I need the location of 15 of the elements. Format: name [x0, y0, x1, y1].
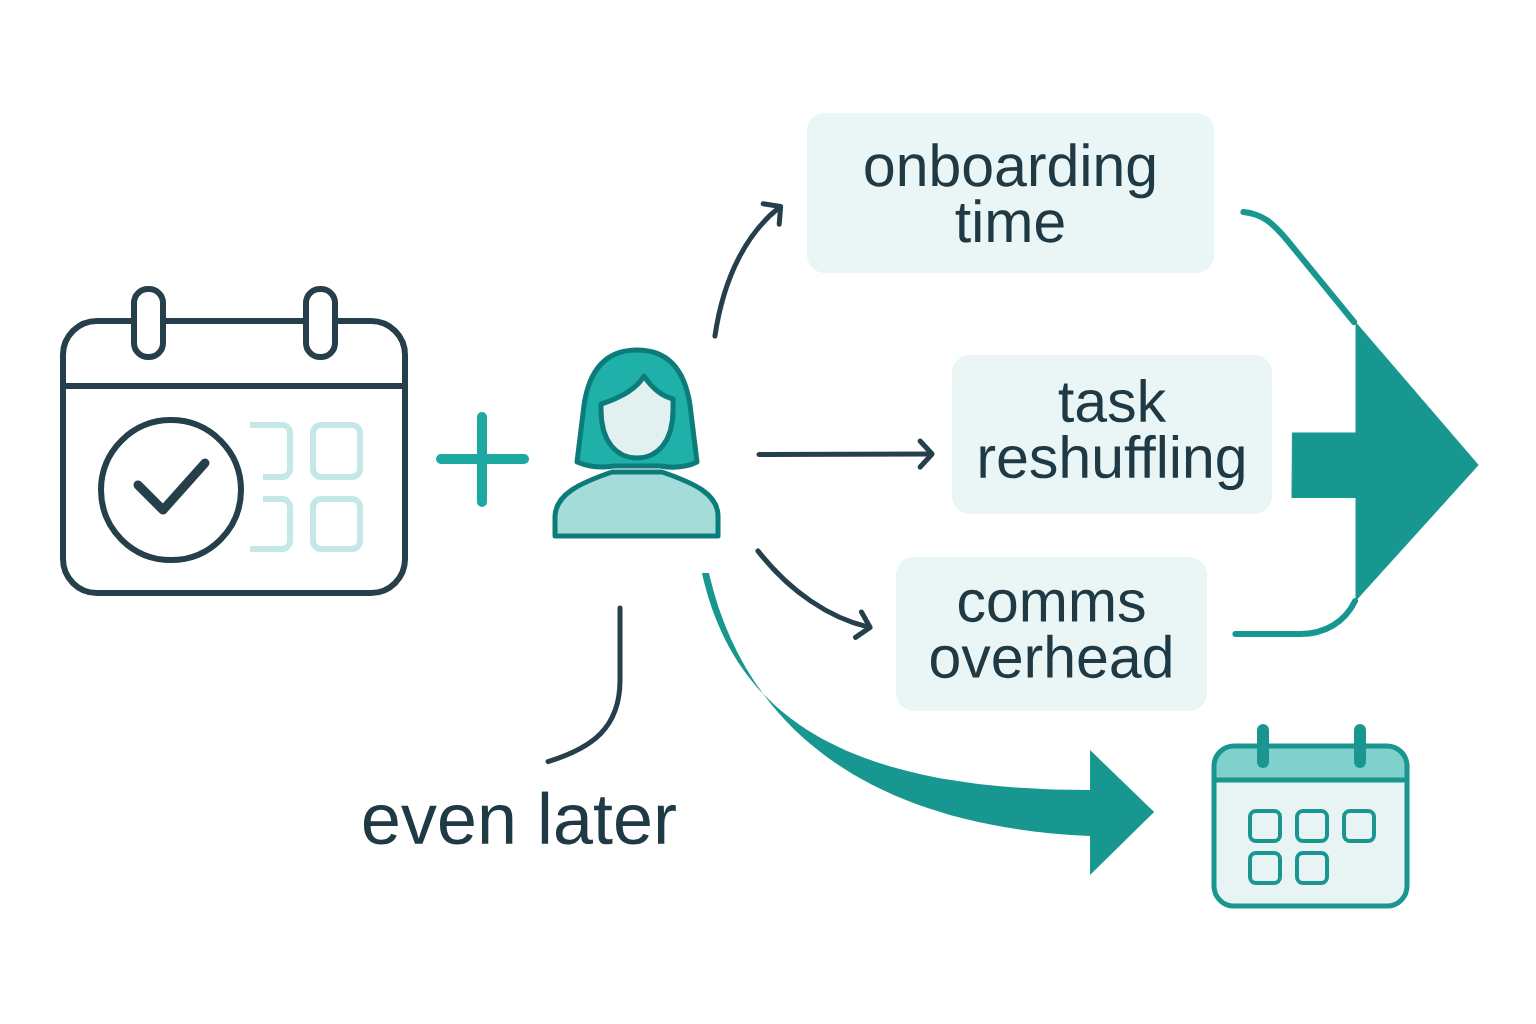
- calendar-icon: [1211, 724, 1410, 909]
- text-box: task reshuffling: [952, 355, 1272, 514]
- leader-line: [545, 605, 623, 765]
- wide-arrow: [701, 572, 1155, 875]
- text-label: even later: [363, 791, 676, 845]
- connector-line: [1232, 598, 1358, 637]
- calendar-icon: [60, 286, 408, 596]
- arrow: [756, 438, 935, 470]
- person-icon: [552, 347, 721, 539]
- text-box: comms overhead: [896, 557, 1207, 711]
- block-arrow: [1291, 322, 1479, 601]
- text-box: onboarding time: [807, 113, 1214, 273]
- curved-arrow: [712, 201, 784, 339]
- connector-line: [1240, 209, 1357, 325]
- curved-arrow: [755, 548, 873, 640]
